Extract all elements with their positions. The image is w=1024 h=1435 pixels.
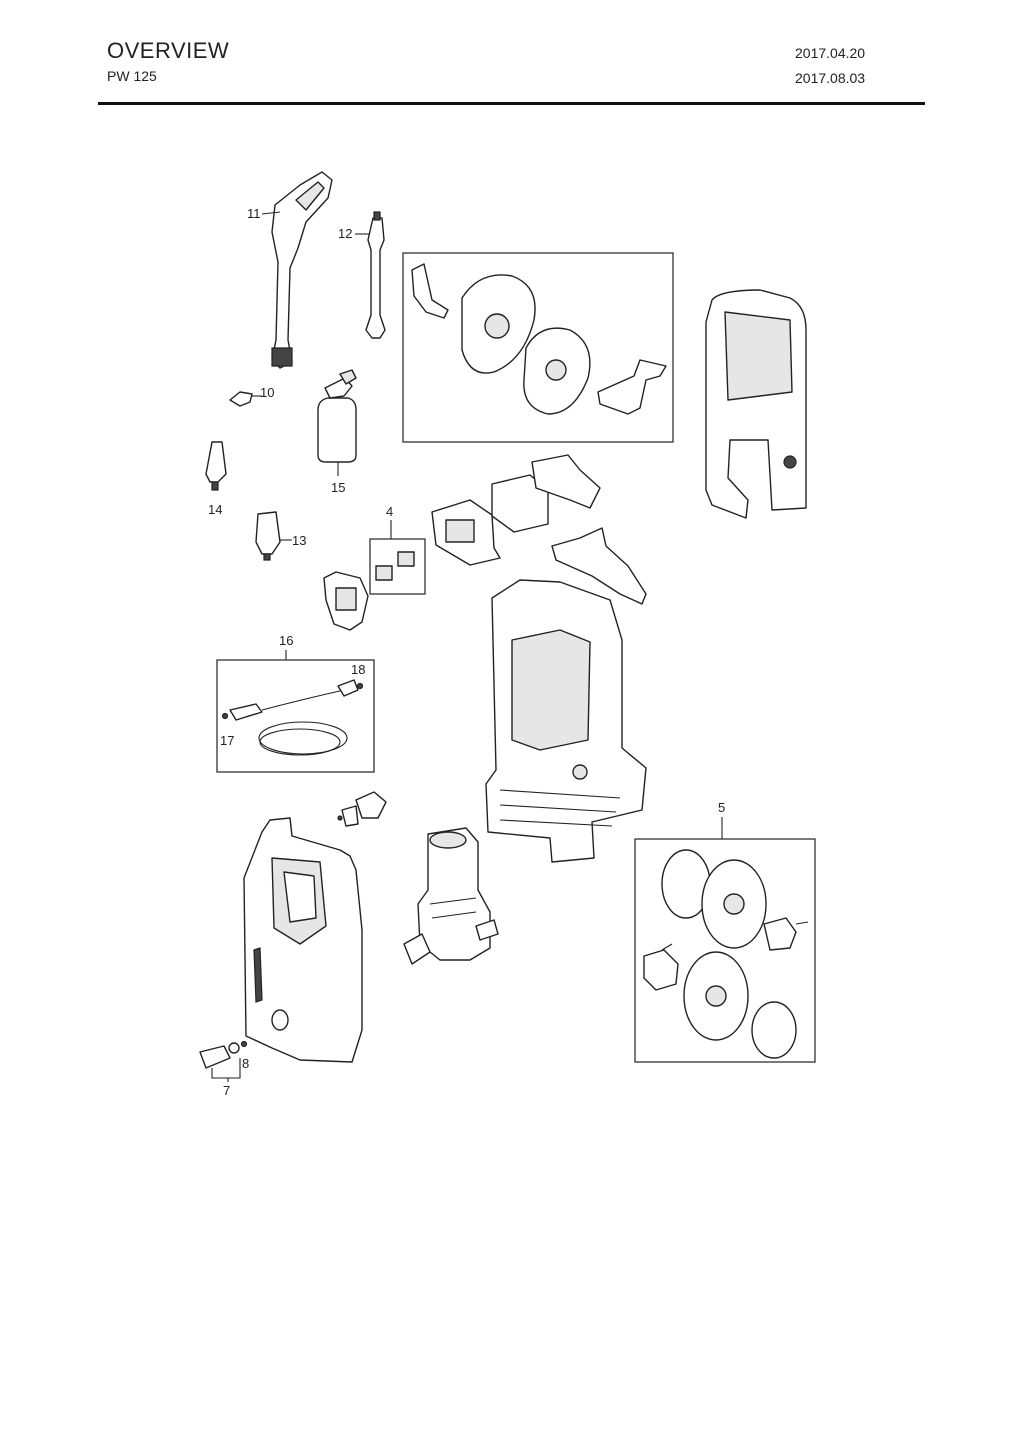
callout-5: 5	[718, 800, 725, 839]
svg-text:11: 11	[247, 206, 261, 221]
hose-reel-assembly-box[interactable]	[402, 252, 674, 443]
part-switch-buttons-box[interactable]	[369, 538, 426, 595]
svg-text:15: 15	[331, 480, 345, 495]
callout-11: 11	[247, 206, 281, 221]
part-inlet-fitting[interactable]	[199, 1040, 248, 1069]
part-cord-holder[interactable]	[323, 571, 369, 631]
date-revised: 2017.08.03	[795, 70, 866, 86]
part-front-housing[interactable]	[243, 817, 363, 1063]
header-divider	[98, 102, 925, 105]
page-title: OVERVIEW	[107, 38, 230, 63]
svg-text:10: 10	[260, 385, 274, 400]
svg-text:4: 4	[386, 504, 393, 519]
svg-text:18: 18	[351, 662, 365, 677]
callout-12: 12	[338, 226, 370, 241]
part-turbo-nozzle[interactable]	[205, 441, 227, 491]
callout-4: 4	[386, 504, 393, 539]
svg-text:7: 7	[223, 1083, 230, 1098]
part-top-bracket[interactable]	[531, 454, 601, 509]
callout-7: 7	[211, 1058, 241, 1098]
part-motor-pump[interactable]	[403, 827, 499, 965]
svg-text:8: 8	[242, 1056, 249, 1071]
part-detergent-bottle[interactable]	[317, 369, 357, 463]
svg-text:17: 17	[220, 733, 234, 748]
callout-18: 18	[351, 662, 365, 677]
callout-17: 17	[220, 733, 234, 748]
part-side-cover-middle[interactable]	[491, 474, 549, 533]
svg-text:13: 13	[292, 533, 306, 548]
model-name: PW 125	[107, 68, 157, 84]
part-wheels-box[interactable]	[634, 838, 816, 1063]
part-main-chassis[interactable]	[485, 579, 647, 863]
part-handle-frame[interactable]	[705, 289, 807, 519]
part-nozzle-small[interactable]	[229, 391, 253, 407]
svg-text:12: 12	[338, 226, 352, 241]
date-created: 2017.04.20	[795, 45, 866, 61]
part-variable-nozzle[interactable]	[255, 511, 281, 561]
part-connector-clip[interactable]	[337, 791, 387, 827]
part-hose-box[interactable]	[216, 659, 375, 773]
part-side-cover-left[interactable]	[431, 499, 501, 566]
callout-15: 15	[331, 462, 345, 495]
svg-text:5: 5	[718, 800, 725, 815]
part-spray-gun[interactable]	[271, 171, 333, 369]
callout-16: 16	[279, 633, 293, 660]
callout-8: 8	[242, 1056, 249, 1071]
callout-10: 10	[252, 385, 274, 400]
part-lance[interactable]	[365, 211, 386, 339]
part-side-bracket-right[interactable]	[551, 527, 647, 605]
callout-13: 13	[280, 533, 306, 548]
svg-text:16: 16	[279, 633, 293, 648]
callout-14: 14	[208, 502, 222, 517]
svg-text:14: 14	[208, 502, 222, 517]
